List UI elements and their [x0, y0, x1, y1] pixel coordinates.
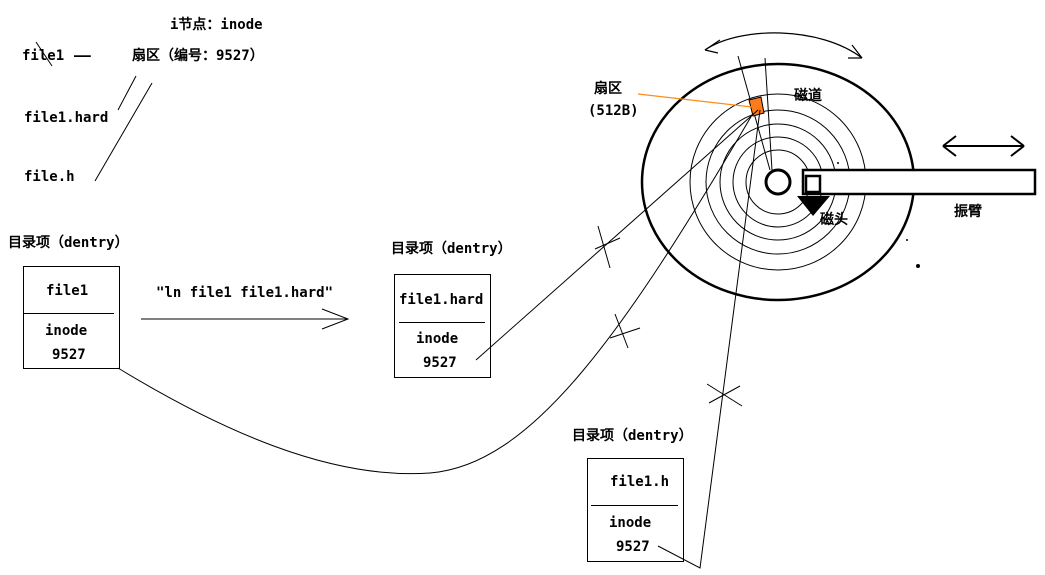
rotation-arrow-head-left — [704, 39, 721, 54]
dentry-filename: file1.h — [610, 474, 670, 490]
rotation-arrow-head-right — [848, 44, 863, 59]
strike-mark-file1 — [35, 41, 53, 67]
sector-pointer-line — [637, 93, 753, 108]
top-dashes: —— — [74, 48, 91, 64]
dentry-box-file1-h: file1.h inode 9527 — [587, 458, 684, 562]
rotation-arrow-icon — [704, 32, 863, 59]
dentry-header-file1-hard: 目录项（dentry） — [391, 241, 512, 257]
disk-sector-size: (512B) — [588, 103, 639, 119]
dentry-field: inode — [609, 515, 652, 531]
dentry-box-file1-hard: file1.hard inode 9527 — [394, 274, 491, 378]
cross-mark-2b — [609, 327, 641, 339]
top-file1-label: file1 — [22, 48, 65, 64]
dentry-field: inode — [416, 331, 459, 347]
dentry-divider — [591, 505, 678, 506]
cross-mark-2a — [614, 313, 629, 349]
dentry-header-file1-h: 目录项（dentry） — [572, 428, 693, 444]
disk-arm-label: 振臂 — [954, 204, 982, 220]
dentry-divider — [399, 322, 485, 323]
dentry-inode-value: 9527 — [616, 539, 650, 555]
dentry-filename: file1.hard — [399, 292, 484, 308]
stray-dot-2 — [906, 239, 908, 241]
dentry-box-file1: file1 inode 9527 — [23, 266, 120, 369]
sector-wedge-line-right — [764, 57, 773, 171]
link-line-hard — [117, 75, 137, 111]
top-link-h: file.h — [24, 169, 75, 185]
link-curve-file1 — [117, 114, 753, 475]
read-head-block — [804, 174, 822, 194]
stray-dot-1 — [916, 264, 920, 268]
arm-motion-arrow-head-left — [942, 135, 957, 157]
disk-head-label: 磁头 — [820, 212, 848, 228]
cross-mark-1a — [597, 225, 611, 269]
actuator-arm — [801, 168, 1037, 196]
ln-command: "ln file1 file1.hard" — [156, 285, 334, 301]
arm-motion-arrow-head-right — [1010, 135, 1025, 157]
dentry-inode-value: 9527 — [423, 355, 457, 371]
cross-marks — [594, 225, 743, 407]
link-line-h — [94, 82, 153, 182]
dentry-filename: file1 — [46, 283, 89, 299]
cross-mark-1b — [594, 237, 621, 250]
top-sector-label: 扇区（编号：9527） — [132, 48, 264, 64]
link-line-file1-hard — [475, 109, 759, 361]
link-line-file1-h — [657, 109, 761, 569]
command-arrow-head — [321, 308, 350, 330]
disk-sector-label: 扇区 — [594, 81, 622, 97]
stray-dot-3 — [837, 162, 839, 164]
dentry-header-file1: 目录项（dentry） — [8, 235, 129, 251]
dentry-field: inode — [45, 323, 88, 339]
dentry-inode-value: 9527 — [52, 347, 86, 363]
disk-spindle — [764, 168, 792, 196]
dentry-divider — [24, 313, 114, 314]
cross-mark-3b — [708, 385, 741, 404]
inode-title: i节点：inode — [170, 17, 263, 33]
disk-track-label: 磁道 — [794, 88, 822, 104]
read-head-icon — [797, 196, 830, 216]
top-link-hard: file1.hard — [24, 110, 109, 126]
